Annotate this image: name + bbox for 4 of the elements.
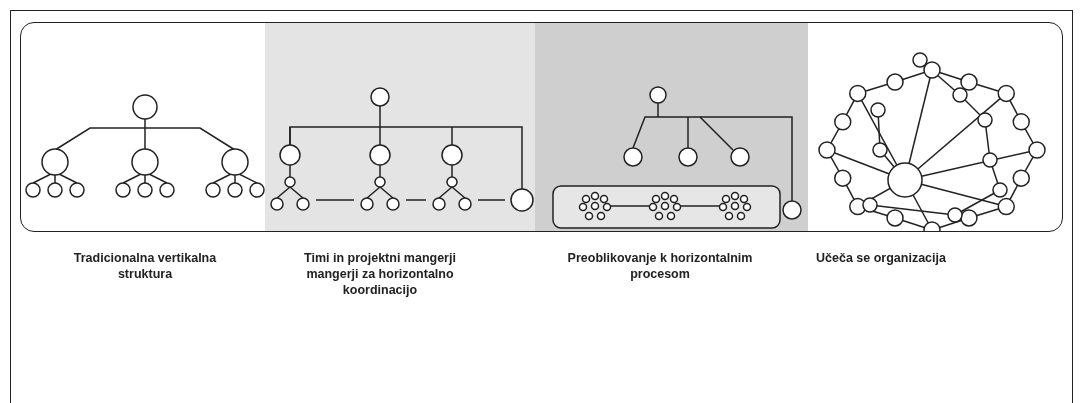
node-label: Učeča se organizacija <box>816 250 947 266</box>
node-label: Tradicionalna vertikalna struktura <box>72 250 218 282</box>
node-label: Preoblikovanje k horizontalnim procesom <box>566 250 754 282</box>
node-label: Timi in projektni mangerji mangerji za horizontalno koordinacijo <box>303 250 457 298</box>
